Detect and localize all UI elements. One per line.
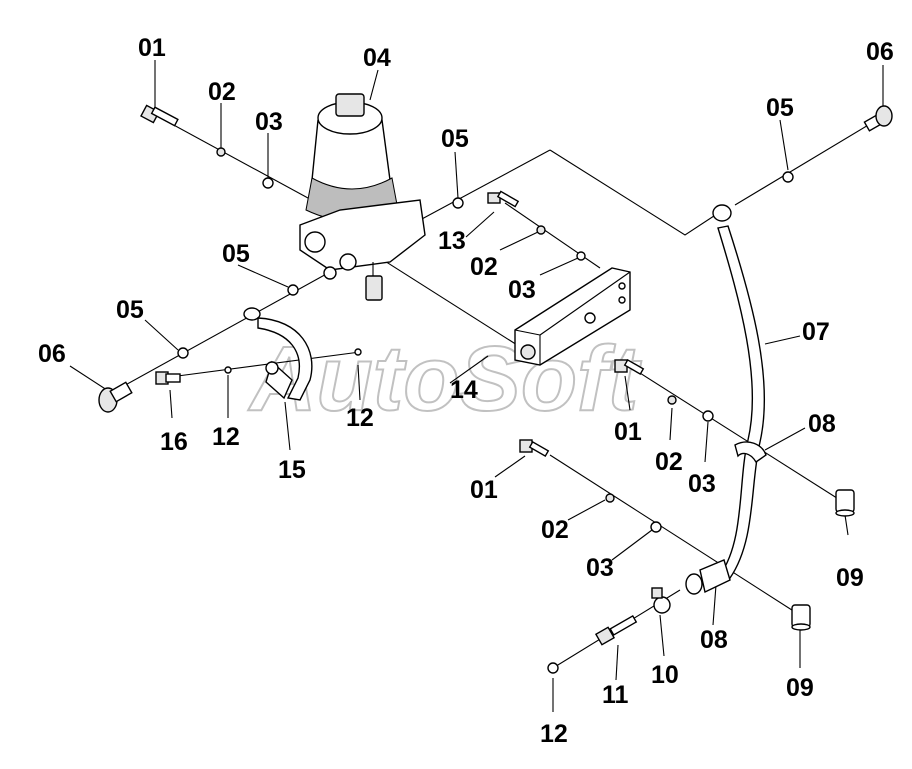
bolt-13 xyxy=(487,190,520,208)
banjo-bolt-06-left xyxy=(98,381,133,413)
pipe-15 xyxy=(243,307,313,401)
banjo-bolt-06-right xyxy=(863,105,893,132)
washer-02-top xyxy=(216,147,226,157)
label-03-lower: 03 xyxy=(586,554,614,582)
watermark: AutoSoft xyxy=(248,328,642,430)
clamp-10 xyxy=(651,587,671,614)
label-07: 07 xyxy=(802,318,830,346)
label-10: 10 xyxy=(651,661,679,689)
o-ring-12c xyxy=(547,662,559,674)
label-05-left2: 05 xyxy=(116,296,144,324)
label-08-lower: 08 xyxy=(700,626,728,654)
label-08-upper: 08 xyxy=(808,410,836,438)
washer-05-filter xyxy=(452,197,464,209)
fuel-filter-04 xyxy=(299,93,426,301)
fitting-16 xyxy=(155,371,181,385)
label-05-filter: 05 xyxy=(441,125,469,153)
label-03-top: 03 xyxy=(255,108,283,136)
label-01-right: 01 xyxy=(614,418,642,446)
bolt-01-right xyxy=(614,358,645,376)
label-02-lower: 02 xyxy=(541,516,569,544)
cap-09-upper xyxy=(835,489,855,517)
label-02-mid: 02 xyxy=(470,253,498,281)
label-01-top: 01 xyxy=(138,34,166,62)
label-11: 11 xyxy=(602,681,629,709)
label-13: 13 xyxy=(438,227,466,255)
label-06-right: 06 xyxy=(866,38,894,66)
bolt-11 xyxy=(594,614,638,646)
bracket-14 xyxy=(514,267,631,366)
label-05-right: 05 xyxy=(766,94,794,122)
washer-05-right xyxy=(782,171,794,183)
washer-02-lower xyxy=(605,493,615,503)
o-ring-12b xyxy=(354,348,362,356)
cap-09-lower xyxy=(791,604,811,631)
label-01-lower: 01 xyxy=(470,476,498,504)
washer-03-mid xyxy=(576,251,586,261)
label-12a: 12 xyxy=(212,423,240,451)
label-15: 15 xyxy=(278,456,306,484)
label-05-left1: 05 xyxy=(222,240,250,268)
part-labels: 01 02 03 04 05 05 05 05 06 06 07 13 02 0… xyxy=(38,34,894,748)
label-03-right: 03 xyxy=(688,470,716,498)
bolt-01-lower xyxy=(519,439,550,458)
o-ring-12a xyxy=(224,366,232,374)
label-04: 04 xyxy=(363,44,391,72)
washer-03-top xyxy=(262,177,274,189)
washer-05-left2 xyxy=(177,347,189,359)
label-02-top: 02 xyxy=(208,78,236,106)
label-09-upper: 09 xyxy=(836,564,864,592)
label-16: 16 xyxy=(160,428,188,456)
label-02-right: 02 xyxy=(655,448,683,476)
washer-03-right xyxy=(702,410,714,422)
pipe-07 xyxy=(685,204,767,595)
washer-02-mid xyxy=(536,225,546,235)
label-06-left: 06 xyxy=(38,340,66,368)
washer-05-left1 xyxy=(287,284,299,296)
label-12c: 12 xyxy=(540,720,568,748)
label-14: 14 xyxy=(450,376,478,404)
label-09-lower: 09 xyxy=(786,674,814,702)
washer-03-lower xyxy=(650,521,662,533)
label-12b: 12 xyxy=(346,404,374,432)
bolt-01-top xyxy=(140,104,179,127)
washer-02-right xyxy=(667,395,677,405)
label-03-mid: 03 xyxy=(508,276,536,304)
